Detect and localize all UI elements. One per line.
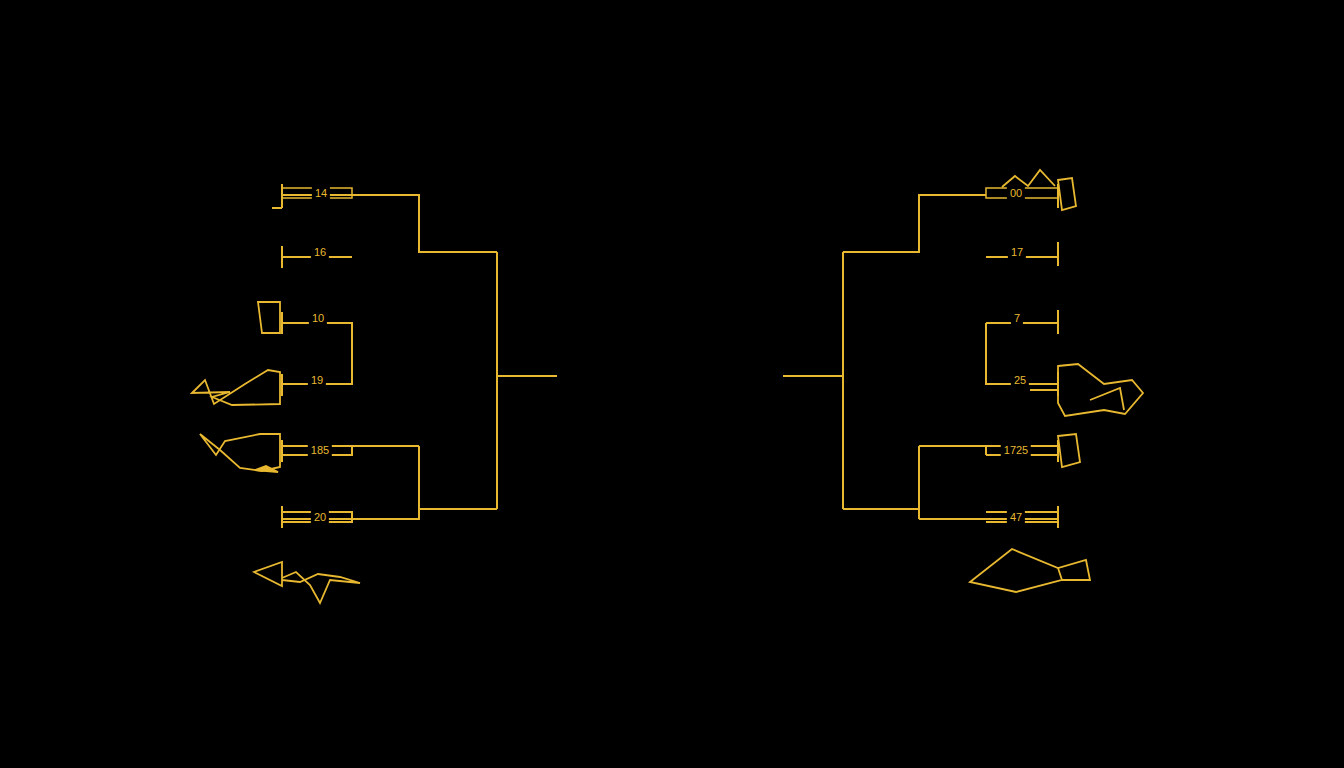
seed-number: 16 xyxy=(311,246,329,258)
seed-number: 20 xyxy=(311,511,329,523)
seed-number: 00 xyxy=(1007,187,1025,199)
seed-number: 1725 xyxy=(1001,444,1031,456)
shard-shapes xyxy=(192,170,1143,603)
seed-number: 7 xyxy=(1011,312,1023,324)
seed-number: 47 xyxy=(1007,511,1025,523)
seed-number: 19 xyxy=(308,374,326,386)
right-bracket xyxy=(783,184,1058,528)
left-bracket xyxy=(272,184,557,528)
seed-number: 10 xyxy=(309,312,327,324)
seed-number: 185 xyxy=(308,444,332,456)
seed-number: 14 xyxy=(312,187,330,199)
seed-number: 17 xyxy=(1008,246,1026,258)
seed-number: 25 xyxy=(1011,374,1029,386)
